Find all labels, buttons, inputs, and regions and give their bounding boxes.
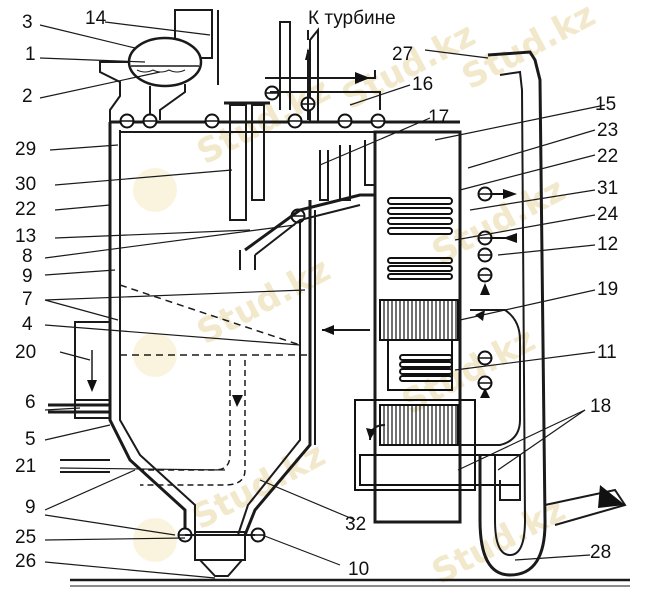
label-19: 19: [597, 279, 618, 300]
label-6: 6: [25, 392, 36, 413]
watermark: Stud.kz: [185, 435, 331, 538]
label-30: 30: [15, 174, 36, 195]
watermark-layer: Stud.kz Stud.kz Stud.kz Stud.kz Stud.kz …: [133, 0, 602, 593]
label-3: 3: [22, 12, 33, 33]
label-9-top: 9: [22, 266, 33, 287]
coil-tube: [387, 273, 453, 280]
ground-line: [70, 578, 630, 587]
label-2: 2: [22, 86, 33, 107]
flow-arrow: [480, 283, 490, 295]
label-21: 21: [15, 456, 36, 477]
label-32: 32: [345, 514, 366, 535]
label-12: 12: [597, 234, 618, 255]
label-25: 25: [15, 527, 36, 548]
flow-arrow: [503, 189, 517, 199]
steam-drum: [127, 36, 203, 88]
coil-tube: [387, 217, 453, 225]
coil-tube: [387, 207, 453, 215]
air-duct: [359, 454, 521, 486]
coil-tube: [387, 227, 453, 235]
convective-shaft: [314, 130, 462, 524]
furnace-crossdiag: [119, 284, 310, 356]
label-26: 26: [15, 551, 36, 572]
label-22-right: 22: [597, 146, 618, 167]
label-31: 31: [597, 178, 618, 199]
label-8: 8: [22, 246, 33, 267]
watermark: Stud.kz: [425, 490, 571, 593]
label-5: 5: [25, 429, 36, 450]
label-18: 18: [590, 396, 611, 417]
label-20: 20: [15, 342, 36, 363]
title-label: К турбине: [308, 8, 396, 29]
air-heater-bank-upper: [379, 299, 459, 341]
label-13: 13: [15, 226, 36, 247]
label-23: 23: [597, 120, 618, 141]
label-24: 24: [597, 204, 619, 225]
gas-flow-path: [140, 360, 246, 486]
label-11: 11: [597, 342, 617, 363]
label-16: 16: [412, 74, 433, 95]
flow-arrow: [480, 388, 490, 398]
label-14: 14: [85, 8, 107, 29]
chimney: [478, 50, 627, 577]
furnace-screen: [239, 193, 375, 270]
label-28: 28: [590, 542, 611, 563]
air-heater: [354, 299, 521, 491]
label-17: 17: [428, 107, 449, 128]
label-15: 15: [595, 94, 616, 115]
coil-tube: [387, 265, 453, 272]
coil-tube: [399, 354, 453, 361]
economizer-coils: [387, 197, 453, 391]
ash-hopper: [185, 531, 255, 577]
coil-tube: [387, 197, 453, 205]
label-10: 10: [348, 559, 369, 580]
label-1: 1: [25, 44, 36, 65]
headers: [119, 85, 517, 543]
leader-lines: [39, 21, 606, 579]
label-29: 29: [15, 139, 36, 160]
label-4: 4: [22, 314, 33, 335]
label-7: 7: [22, 289, 33, 310]
coil-tube: [387, 257, 453, 264]
label-27: 27: [392, 44, 413, 65]
labels: К турбине 3 14 1 2 29 30 22 13 8 9 7 4 2…: [15, 8, 619, 580]
label-9-bottom: 9: [25, 497, 36, 518]
burner-assembly: [48, 321, 111, 473]
label-22-left: 22: [15, 199, 36, 220]
